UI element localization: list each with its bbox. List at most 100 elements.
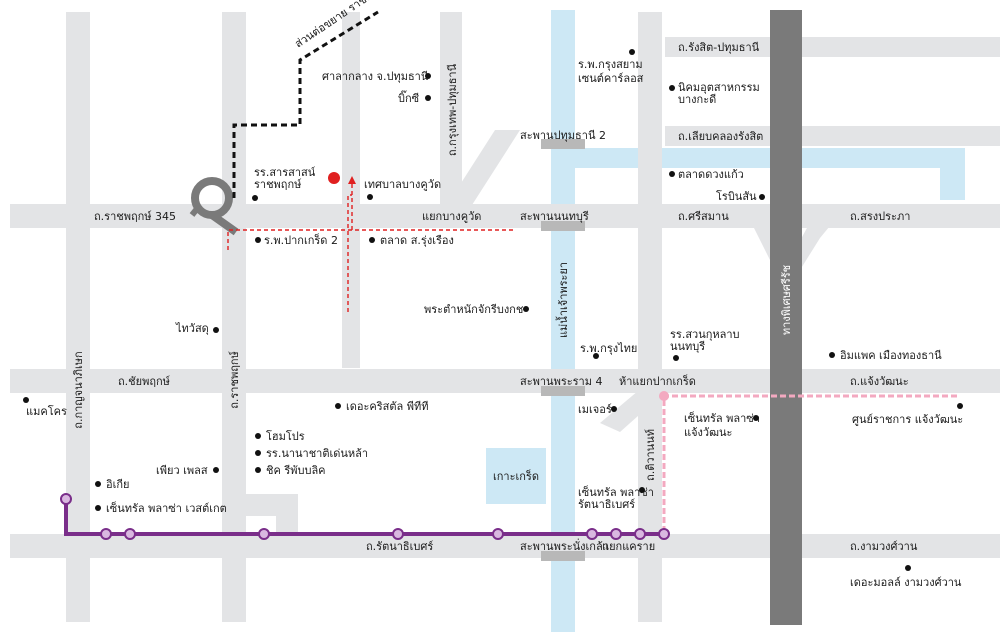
road-chaiyaphruek [10, 369, 1000, 393]
label-ratchaphruek-345: ถ.ราชพฤกษ์ 345 [94, 210, 176, 223]
purple-line [64, 499, 664, 536]
poi-bang-khu-wat-muni: เทศบาลบางคูวัด [364, 178, 441, 191]
poi-saraswati-2: ราชพฤกษ์ [254, 178, 302, 191]
purple-station [658, 528, 670, 540]
poi-dot [95, 505, 101, 511]
poi-hospital-siam: ร.พ.กรุงสยาม [578, 58, 643, 71]
road-diagonal-south [600, 385, 665, 432]
poi-dot [611, 406, 617, 412]
purple-station [60, 493, 72, 505]
poi-intl-school: รร.นานาชาติเด่นหล้า [266, 447, 368, 460]
poi-saraswati: รร.สารสาสน์ [254, 166, 316, 179]
bridge-pathumthani-2 [541, 139, 585, 149]
poi-big-c: บิ๊กซี [398, 90, 420, 105]
poi-hospital-siam-2: เซนต์คาร์ลอส [578, 72, 644, 85]
river [551, 10, 965, 632]
red-route [227, 182, 516, 312]
label-bridge-nonthaburi: สะพานนนทบุรี [520, 210, 589, 223]
road-krungthep-pathumthani [440, 12, 462, 208]
label-liap-khlong: ถ.เลียบคลองรังสิต [678, 130, 763, 143]
poi-central-rattana: เซ็นทรัล พลาซ่า [578, 485, 654, 499]
poi-impact: อิมแพค เมืองทองธานี [840, 349, 943, 362]
bridge-labels: สะพานปทุมธานี 2 สะพานนนทบุรี สะพานพระราม… [422, 129, 696, 553]
project-marker [328, 172, 340, 184]
purple-station [492, 528, 504, 540]
poi-central-chaeng: เซ็นทรัล พลาซ่า [684, 411, 760, 425]
poi-dot [759, 194, 765, 200]
label-junction-khae-rai: แยกแคราย [602, 540, 655, 553]
label-chaiyaphruek: ถ.ชัยพฤกษ์ [118, 375, 170, 388]
label-bridge-phra-nang-klao: สะพานพระนั่งเกล้า [520, 538, 609, 553]
label-junction-bang-khu-wat: แยกบางคูวัด [422, 210, 481, 223]
expressway-label: ทางพิเศษศรีรัช [780, 265, 793, 335]
label-ratchaphruek: ถ.ราชพฤกษ์ [228, 351, 241, 409]
label-chaeng-watthana: ถ.แจ้งวัฒนะ [850, 375, 909, 388]
road-labels: ถ.ราชพฤกษ์ 345 ถ.รังสิต-ปทุมธานี ถ.เลียบ… [72, 41, 918, 553]
bridge-phra-nang-klao [541, 551, 585, 561]
label-rattanathibet: ถ.รัตนาธิเบศร์ [366, 540, 433, 553]
poi-thai-watsadu: ไทวัสดุ [175, 322, 209, 335]
label-kanchanaphisek: ถ.กาญจนาภิเษก [72, 351, 85, 428]
extension-line [232, 10, 379, 198]
purple-station [100, 528, 112, 540]
label-bridge-pathumthani-2: สะพานปทุมธานี 2 [520, 129, 606, 142]
poi-dot [905, 565, 911, 571]
purple-station [124, 528, 136, 540]
poi-dot [369, 237, 375, 243]
poi-royal-residence: พระตำหนักจักรีบงกช [424, 303, 523, 316]
label-bridge-rama-4: สะพานพระราม 4 [520, 375, 602, 388]
poi-dot [523, 306, 529, 312]
road-local [342, 12, 360, 368]
poi-central-westgate: เซ็นทรัล พลาซ่า เวสต์เกต [106, 501, 227, 515]
poi-school-suankularb: รร.สวนกุหลาบ [670, 328, 740, 341]
poi-dot [255, 433, 261, 439]
poi-industrial-2: บางกะดี [678, 93, 716, 106]
label-krungthep-pathumthani: ถ.กรุงเทพ-ปทุมธานี [446, 63, 459, 156]
purple-station [634, 528, 646, 540]
pois: ศาลากลาง จ.ปทุมธานี บิ๊กซี รร.สารสาสน์ ร… [23, 49, 963, 589]
pink-station-pak-kret [659, 391, 669, 401]
poi-dot [639, 487, 645, 493]
poi-industrial: นิคมอุตสาหกรรม [678, 81, 760, 94]
poi-dot [23, 397, 29, 403]
expressway-sirat [770, 10, 802, 625]
poi-pak-kret-hospital: ร.พ.ปากเกร็ด 2 [264, 233, 338, 247]
poi-dot [425, 73, 431, 79]
bridge-rama-4 [541, 386, 585, 396]
road-ratchaphruek [222, 12, 246, 622]
canal-rangsit [575, 148, 965, 200]
purple-stations [60, 493, 670, 540]
koh-kret-island [486, 448, 546, 504]
label-rangsit-pathumthani: ถ.รังสิต-ปทุมธานี [678, 41, 760, 54]
road-rangsit-pathumthani [665, 37, 1000, 57]
poi-dot [957, 403, 963, 409]
poi-dot [673, 355, 679, 361]
poi-dot [425, 95, 431, 101]
poi-central-chaeng-2: แจ้งวัฒนะ [684, 426, 732, 439]
poi-dot [753, 415, 759, 421]
label-si-saman: ถ.ศรีสมาน [678, 210, 729, 223]
poi-dot [255, 467, 261, 473]
poi-dot [367, 194, 373, 200]
poi-market-duangkaew: ตลาดดวงแก้ว [678, 168, 744, 181]
poi-dot [335, 403, 341, 409]
poi-homepro: โฮมโปร [266, 429, 305, 443]
poi-robinson: โรบินสัน [716, 189, 757, 203]
road-kanchanaphisek [66, 12, 90, 622]
label-ngamwongwan: ถ.งามวงศ์วาน [850, 540, 918, 553]
poi-dot [829, 352, 835, 358]
road-network [10, 12, 1000, 622]
arrow-up [348, 176, 356, 184]
purple-station [586, 528, 598, 540]
label-song-prakha: ถ.สรงประภา [850, 210, 910, 223]
poi-dot [213, 467, 219, 473]
poi-dot [252, 195, 258, 201]
poi-dot [95, 481, 101, 487]
interchange-loop [189, 177, 239, 236]
poi-chic-republic: ชิค รีพับบลิค [266, 464, 326, 477]
poi-hospital-krungthai: ร.พ.กรุงไทย [580, 342, 637, 355]
poi-dot [593, 353, 599, 359]
poi-dot [629, 49, 635, 55]
poi-dot [669, 171, 675, 177]
